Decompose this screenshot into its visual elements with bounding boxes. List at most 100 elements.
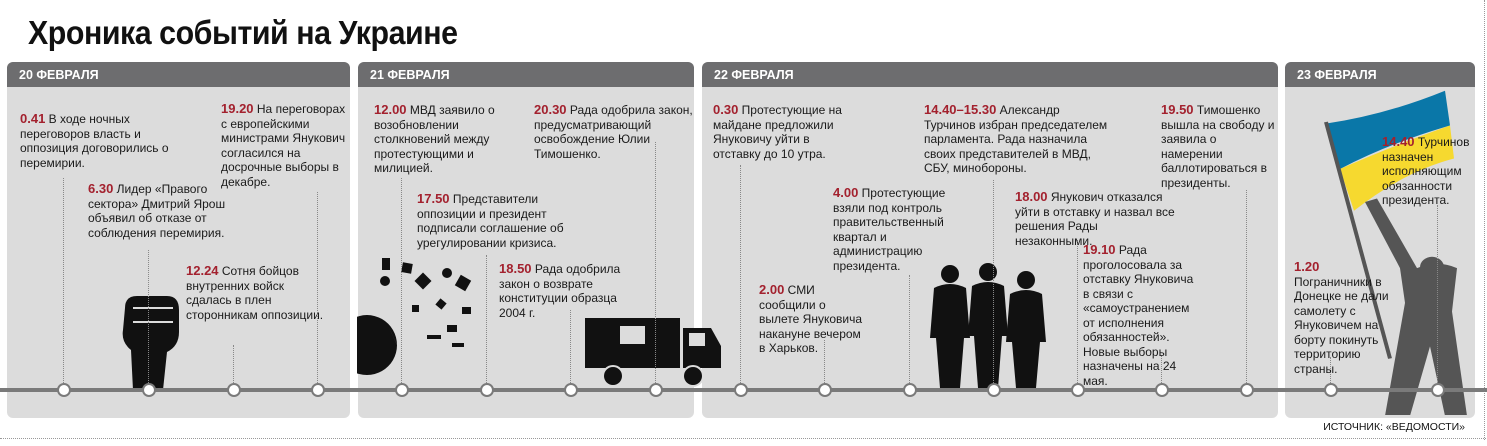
event-text: Турчинов назначен исполняющим обязанност…: [1382, 135, 1470, 207]
timeline-event: 18.00 Янукович отказался уйти в отставку…: [1015, 189, 1175, 248]
event-connector: [993, 180, 994, 383]
timeline-marker: [57, 383, 71, 397]
event-time: 14.40: [1382, 134, 1415, 149]
event-time: 18.00: [1015, 189, 1048, 204]
event-time: 20.30: [534, 102, 567, 117]
timeline-marker: [1071, 383, 1085, 397]
event-time: 0.30: [713, 102, 739, 117]
event-connector: [233, 345, 234, 383]
timeline-event: 4.00 Протестующие взяли под контроль пра…: [833, 185, 958, 273]
event-connector: [655, 142, 656, 383]
frame-border-bottom: [0, 438, 1486, 439]
event-text: Представители оппозиции и президент подп…: [417, 192, 564, 250]
timeline-marker: [1324, 383, 1338, 397]
event-connector: [824, 340, 825, 383]
explosion-icon: [357, 258, 472, 375]
event-text: В ходе ночных переговоров власть и оппоз…: [20, 112, 169, 170]
event-connector: [317, 192, 318, 383]
day-header: 21 ФЕВРАЛЯ: [358, 62, 694, 87]
timeline-event: 19.20 На переговорах с европейскими мини…: [221, 101, 351, 189]
truck-icon: [585, 318, 721, 387]
timeline-marker: [1431, 383, 1445, 397]
event-text: Рада одобрила закон о возврате конституц…: [499, 262, 621, 320]
event-connector: [401, 178, 402, 383]
timeline-marker: [734, 383, 748, 397]
event-time: 12.00: [374, 102, 407, 117]
timeline-marker: [564, 383, 578, 397]
day-panel-22: 22 ФЕВРАЛЯ: [702, 62, 1278, 418]
timeline-event: 0.30 Протестующие на майдане предложили …: [713, 102, 858, 161]
timeline-marker: [311, 383, 325, 397]
event-text: Рада одобрила закон, предусматривающий о…: [534, 103, 693, 161]
event-connector: [148, 250, 149, 383]
event-connector: [570, 310, 571, 383]
timeline-event: 19.10 Рада проголосовала за отставку Яну…: [1083, 242, 1198, 388]
event-text: Рада проголосовала за отставку Януковича…: [1083, 243, 1194, 388]
timeline-event: 0.41 В ходе ночных переговоров власть и …: [20, 111, 170, 170]
timeline-event: 2.00 СМИ сообщили о вылете Януковича нак…: [759, 282, 869, 356]
event-time: 0.41: [20, 111, 46, 126]
event-text: Протестующие взяли под контроль правител…: [833, 186, 946, 273]
event-time: 19.10: [1083, 242, 1116, 257]
timeline-event: 14.40–15.30 Александр Турчинов избран пр…: [924, 102, 1114, 176]
event-text: Янукович отказался уйти в отставку и наз…: [1015, 190, 1175, 248]
timeline-event: 18.50 Рада одобрила закон о возврате кон…: [499, 261, 639, 320]
event-time: 4.00: [833, 185, 859, 200]
event-text: МВД заявило о возобновлении столкновений…: [374, 103, 495, 175]
event-text: Тимошенко вышла на свободу и заявила о н…: [1161, 103, 1275, 190]
event-time: 17.50: [417, 191, 450, 206]
day-header: 22 ФЕВРАЛЯ: [702, 62, 1278, 87]
men-silhouettes-icon: [930, 263, 1046, 388]
event-text: СМИ сообщили о вылете Януковича накануне…: [759, 283, 863, 355]
event-time: 6.30: [88, 181, 114, 196]
timeline-marker: [818, 383, 832, 397]
event-connector: [1077, 240, 1078, 383]
flag-bearer-icon: [1324, 90, 1467, 415]
timeline-marker: [987, 383, 1001, 397]
event-text: Александр Турчинов избран председателем …: [924, 103, 1108, 175]
event-time: 18.50: [499, 261, 532, 276]
timeline-marker: [395, 383, 409, 397]
event-time: 19.50: [1161, 102, 1194, 117]
event-text: Пограничники в Донецке не дали самолету …: [1294, 274, 1389, 376]
event-connector: [1330, 357, 1331, 383]
timeline-marker: [1240, 383, 1254, 397]
event-connector: [1437, 205, 1438, 383]
timeline-marker: [903, 383, 917, 397]
timeline-marker: [142, 383, 156, 397]
timeline-event: 1.20 Пограничники в Донецке не дали само…: [1294, 259, 1389, 376]
timeline-marker: [480, 383, 494, 397]
day-header: 23 ФЕВРАЛЯ: [1285, 62, 1475, 87]
event-time: 2.00: [759, 282, 785, 297]
event-connector: [63, 178, 64, 383]
event-text: На переговорах с европейскими министрами…: [221, 102, 346, 189]
day-panel-21: 21 ФЕВРАЛЯ: [358, 62, 694, 418]
event-connector: [1161, 355, 1162, 383]
event-text: Лидер «Правого сектора» Дмитрий Ярош объ…: [88, 182, 226, 240]
timeline-event: 12.00 МВД заявило о возобновлении столкн…: [374, 102, 524, 176]
timeline-event: 20.30 Рада одобрила закон, предусматрива…: [534, 102, 694, 161]
day-header: 20 ФЕВРАЛЯ: [7, 62, 350, 87]
event-time: 14.40–15.30: [924, 102, 997, 117]
event-time: 1.20: [1294, 259, 1320, 274]
event-connector: [1246, 190, 1247, 383]
fist-icon: [122, 296, 179, 390]
event-connector: [909, 275, 910, 383]
timeline-event: 12.24 Сотня бойцов внутренних войск сдал…: [186, 263, 326, 322]
event-time: 19.20: [221, 101, 254, 116]
timeline-event: 14.40 Турчинов назначен исполняющим обяз…: [1382, 134, 1472, 208]
timeline-event: 17.50 Представители оппозиции и президен…: [417, 191, 592, 250]
timeline-event: 6.30 Лидер «Правого сектора» Дмитрий Яро…: [88, 181, 248, 240]
page-title: Хроника событий на Украине: [28, 14, 458, 51]
event-connector: [486, 255, 487, 383]
timeline-marker: [1155, 383, 1169, 397]
event-connector: [740, 165, 741, 383]
event-text: Сотня бойцов внутренних войск сдалась в …: [186, 264, 324, 322]
event-text: Протестующие на майдане предложили Януко…: [713, 103, 842, 161]
timeline-event: 19.50 Тимошенко вышла на свободу и заяви…: [1161, 102, 1281, 190]
event-time: 12.24: [186, 263, 219, 278]
day-panel-20: 20 ФЕВРАЛЯ: [7, 62, 350, 418]
frame-border-right: [1484, 0, 1485, 440]
timeline-marker: [649, 383, 663, 397]
timeline-marker: [227, 383, 241, 397]
